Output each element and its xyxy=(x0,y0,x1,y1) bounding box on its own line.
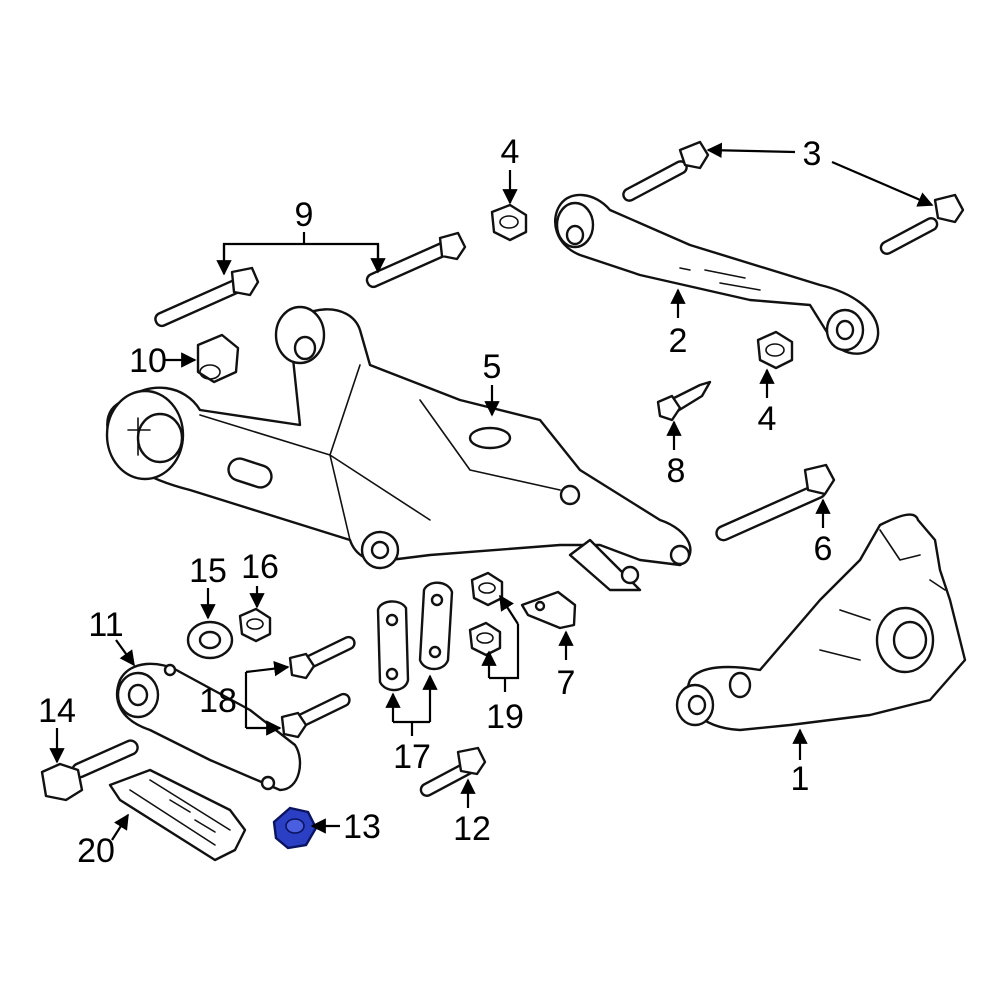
callout-11: 11 xyxy=(88,606,123,644)
part-2-control-arm xyxy=(553,193,880,355)
part-18-bolt-lower xyxy=(280,692,351,739)
callout-16: 16 xyxy=(241,548,279,586)
callout-18: 18 xyxy=(199,682,237,720)
part-5-subframe xyxy=(105,305,692,592)
callout-8: 8 xyxy=(667,452,686,490)
callout-5: 5 xyxy=(483,348,502,386)
callout-6: 6 xyxy=(814,530,833,568)
part-13-nut-highlighted[interactable] xyxy=(272,806,318,850)
callout-10: 10 xyxy=(129,342,167,380)
part-18-bolt-upper xyxy=(288,635,356,680)
callout-9: 9 xyxy=(295,196,314,234)
callout-3: 3 xyxy=(803,135,822,173)
part-4-nut-lower xyxy=(756,330,794,370)
part-3-bolt-right xyxy=(879,193,965,255)
callout-4-lower: 4 xyxy=(758,400,777,438)
part-19-nut-lower xyxy=(468,621,502,657)
part-4-nut-upper xyxy=(490,203,528,242)
part-14-bolt xyxy=(40,739,139,802)
leader-lines xyxy=(49,142,934,841)
part-10-nut xyxy=(196,333,240,384)
part-6-bolt xyxy=(715,463,836,542)
part-20-bracket xyxy=(108,768,247,862)
part-19-nut-upper xyxy=(470,571,504,607)
part-1-knuckle xyxy=(675,513,967,732)
callout-15: 15 xyxy=(189,552,227,590)
part-7-bracket xyxy=(520,590,577,630)
callout-1: 1 xyxy=(791,760,810,798)
part-17-plate-left xyxy=(376,600,410,692)
callout-12: 12 xyxy=(453,810,491,848)
callout-labels: 1 2 3 4 4 5 6 7 8 9 10 11 12 13 14 15 16… xyxy=(38,133,832,870)
part-8-bolt xyxy=(656,380,712,422)
part-15-washer xyxy=(186,620,234,660)
callout-20: 20 xyxy=(77,832,115,870)
part-3-bolt-left xyxy=(622,140,710,202)
part-12-bolt xyxy=(419,746,487,797)
callout-2: 2 xyxy=(669,322,688,360)
part-9-bolt-left xyxy=(154,266,260,328)
callout-7: 7 xyxy=(557,664,576,702)
part-11-lower-arm xyxy=(115,662,302,792)
part-16-nut xyxy=(238,607,272,643)
part-17-plate-right xyxy=(418,581,454,671)
callout-14: 14 xyxy=(38,692,76,730)
part-9-bolt-right xyxy=(365,231,467,289)
callout-13: 13 xyxy=(343,808,381,846)
callout-4-upper: 4 xyxy=(501,133,520,171)
callout-17: 17 xyxy=(393,738,431,776)
callout-19: 19 xyxy=(486,698,524,736)
